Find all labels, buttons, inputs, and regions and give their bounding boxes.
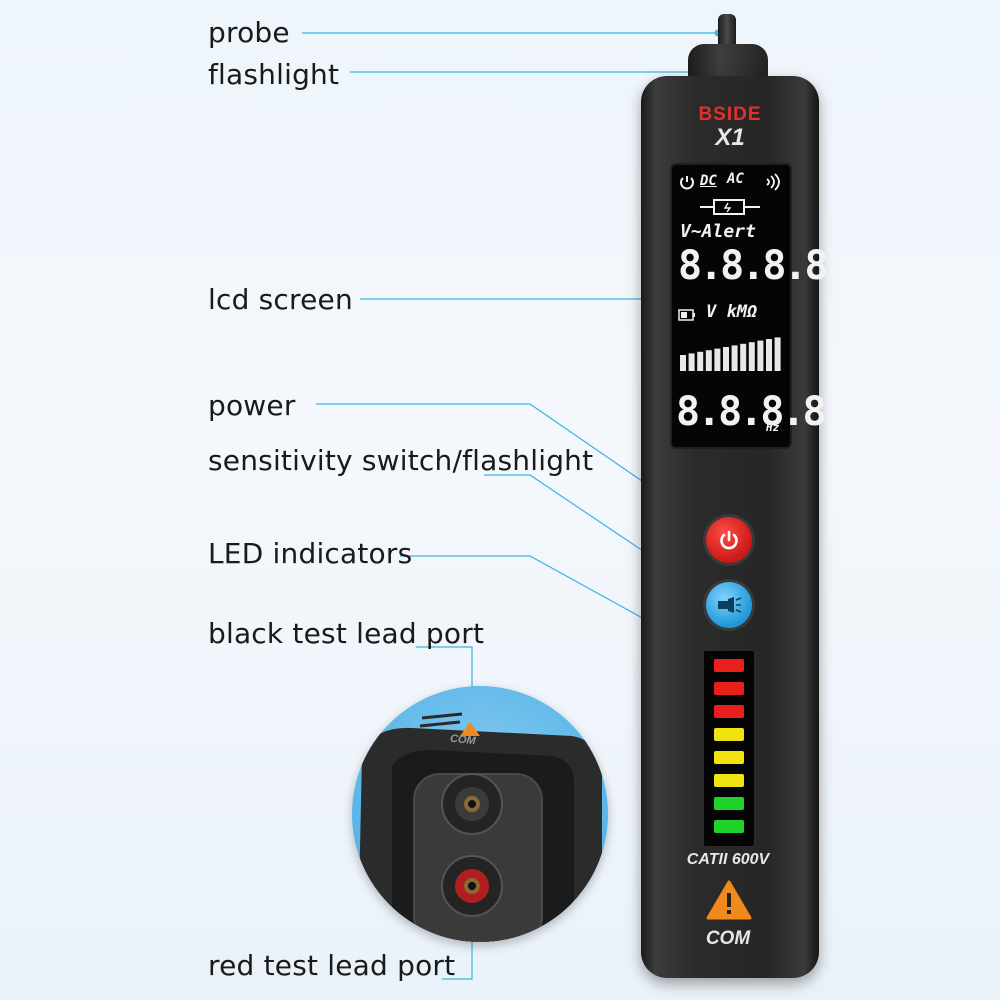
- lcd-bar-segment: [740, 343, 747, 371]
- zoom-com-label: COM: [449, 732, 477, 748]
- leader-flashlight: [350, 48, 711, 73]
- black-test-lead-port[interactable]: [464, 790, 480, 818]
- lcd-bar-segment: [774, 337, 781, 371]
- led-indicator: [714, 682, 744, 695]
- lcd-bar-segment: [680, 355, 686, 371]
- lcd-mode-ac: AC: [727, 171, 744, 187]
- com-label: COM: [705, 928, 751, 949]
- flashlight-icon: [718, 597, 742, 613]
- led-indicator: [714, 659, 744, 672]
- lcd-bar-graph: [680, 337, 781, 371]
- led-indicator: [714, 705, 744, 718]
- lcd-alert-label: V~Alert: [680, 221, 756, 242]
- lcd-bar-segment: [705, 350, 712, 371]
- sound-wave-icon: [766, 173, 780, 191]
- callout-led-indicators: LED indicators: [208, 537, 413, 570]
- port-zoom-inset: COM: [352, 686, 608, 942]
- brand-logo: BSIDE: [698, 104, 762, 125]
- lcd-digits-bottom: 8.8.8.8: [676, 389, 827, 435]
- lcd-digits-top: 8.8.8.8: [678, 243, 829, 289]
- lcd-units: V kMΩ: [706, 302, 758, 322]
- power-symbol-icon: [680, 176, 694, 190]
- lcd-bar-segment: [757, 340, 764, 371]
- diode-icon: [700, 199, 760, 215]
- warning-triangle-icon: [706, 880, 752, 920]
- lcd-bar-segment: [766, 339, 772, 371]
- led-indicator: [714, 797, 744, 810]
- callout-lcd-screen: lcd screen: [208, 283, 353, 316]
- led-indicator: [714, 728, 744, 741]
- led-indicator: [714, 774, 744, 787]
- port-closeup: [358, 712, 602, 942]
- power-button[interactable]: [706, 517, 752, 563]
- led-indicator-strip: [702, 649, 756, 848]
- led-indicator: [714, 820, 744, 833]
- callout-red-port: red test lead port: [208, 949, 456, 982]
- lcd-bar-segment: [723, 347, 729, 371]
- lcd-bar-segment: [714, 348, 721, 371]
- lcd-bar-segment: [697, 351, 704, 371]
- lcd-mode-dc: DC: [700, 173, 717, 189]
- safety-rating: CATII 600V: [686, 851, 770, 868]
- model-name: X1: [715, 124, 745, 151]
- lcd-bar-segment: [688, 353, 695, 371]
- lcd-bar-segment: [731, 345, 738, 371]
- callout-sensitivity-switch: sensitivity switch/flashlight: [208, 444, 594, 477]
- power-icon: [720, 530, 738, 550]
- callout-black-port: black test lead port: [208, 617, 485, 650]
- sensitivity-flashlight-button[interactable]: [706, 582, 752, 628]
- led-indicator: [714, 751, 744, 764]
- battery-icon: [678, 309, 695, 321]
- callout-probe: probe: [208, 16, 290, 49]
- probe-tip: [718, 14, 736, 48]
- lcd-screen: DC AC V~Alert 8.8.8.8 V kMΩ 8.8.8.8 Hz: [670, 163, 829, 449]
- lcd-freq-unit: Hz: [766, 421, 780, 434]
- callout-power: power: [208, 389, 296, 422]
- lcd-bar-segment: [748, 342, 755, 371]
- callout-flashlight: flashlight: [208, 58, 340, 91]
- red-test-lead-port[interactable]: [464, 872, 480, 900]
